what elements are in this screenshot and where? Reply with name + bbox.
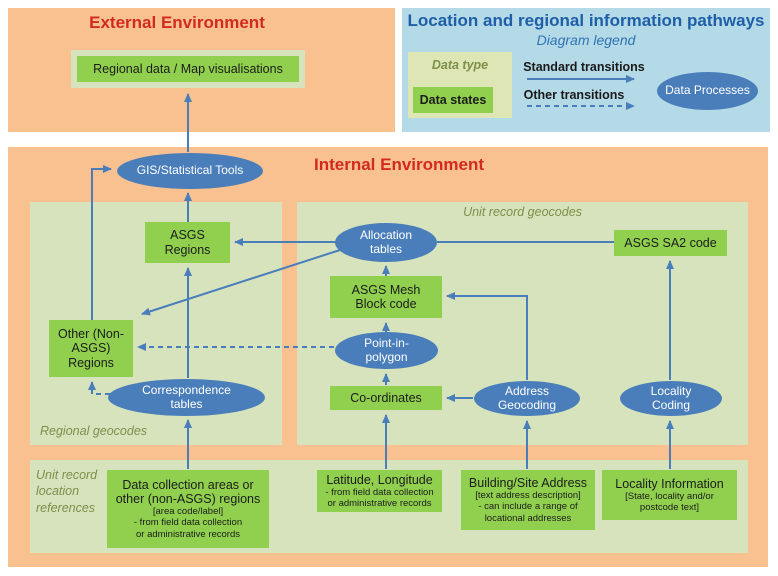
data-collection-areas-box: Data collection areas or other (non-ASGS… bbox=[107, 470, 269, 548]
locality-coding-label: Locality Coding bbox=[650, 383, 692, 412]
point-in-polygon-label: Point-in-polygon bbox=[364, 335, 409, 364]
legend-data-states-label: Data states bbox=[419, 92, 487, 107]
asgs-regions-box: ASGS Regions bbox=[145, 222, 230, 263]
regional-data-map-visualisations-box: Regional data / Map visualisations bbox=[71, 50, 305, 88]
asgs-sa2-code-label: ASGS SA2 code bbox=[624, 235, 717, 250]
locality-information-title: Locality Information bbox=[615, 476, 724, 491]
latitude-longitude-title: Latitude, Longitude bbox=[326, 472, 433, 487]
data-collection-areas-sub-1: - from field data collection bbox=[133, 517, 243, 529]
building-site-address-sub-2: locational addresses bbox=[484, 512, 572, 524]
legend-subtitle: Diagram legend bbox=[536, 32, 636, 48]
legend-standard-transitions-label: Standard transitions bbox=[523, 60, 645, 74]
address-geocoding-label: Address Geocoding bbox=[497, 383, 557, 412]
locality-information-sub-1: postcode text] bbox=[639, 502, 700, 513]
asgs-mesh-block-code-label: ASGS Mesh Block code bbox=[351, 282, 421, 311]
point-in-polygon-ellipse: Point-in-polygon bbox=[335, 332, 438, 369]
asgs-mesh-block-code-box: ASGS Mesh Block code bbox=[330, 276, 442, 318]
regional-geocodes-label: Regional geocodes bbox=[40, 424, 148, 438]
gis-statistical-tools-label: GIS/Statistical Tools bbox=[136, 163, 244, 178]
legend-data-processes-ellipse: Data Processes bbox=[657, 72, 758, 110]
latitude-longitude-sub-0: - from field data collection bbox=[325, 486, 434, 498]
locality-information-box: Locality Information [State, locality an… bbox=[602, 470, 737, 520]
building-site-address-title: Building/Site Address bbox=[468, 475, 588, 490]
unit-record-location-references-label: Unit record location references bbox=[36, 468, 98, 515]
legend-data-type-label: Data type bbox=[431, 58, 489, 72]
external-environment-title: External Environment bbox=[89, 13, 265, 32]
legend-other-transitions-label: Other transitions bbox=[523, 88, 625, 102]
legend-title: Location and regional information pathwa… bbox=[407, 11, 765, 30]
unit-record-geocodes-label: Unit record geocodes bbox=[463, 205, 582, 219]
asgs-regions-label: ASGS Regions bbox=[164, 228, 211, 257]
data-collection-areas-title: Data collection areas or other (non-ASGS… bbox=[115, 477, 261, 506]
correspondence-tables-label: Correspondence tables bbox=[142, 382, 231, 411]
building-site-address-sub-1: - can include a range of bbox=[478, 501, 578, 513]
latitude-longitude-sub-1: or administrative records bbox=[327, 498, 432, 509]
other-non-asgs-regions-box: Other (Non-ASGS) Regions bbox=[49, 320, 133, 377]
gis-statistical-tools-ellipse: GIS/Statistical Tools bbox=[117, 153, 263, 189]
regional-data-label: Regional data / Map visualisations bbox=[93, 61, 283, 76]
correspondence-tables-ellipse: Correspondence tables bbox=[108, 379, 265, 416]
building-site-address-sub-0: [text address description] bbox=[475, 489, 581, 501]
locality-coding-ellipse: Locality Coding bbox=[620, 381, 722, 416]
address-geocoding-ellipse: Address Geocoding bbox=[474, 381, 580, 416]
other-non-asgs-regions-label: Other (Non-ASGS) Regions bbox=[58, 326, 124, 370]
latitude-longitude-box: Latitude, Longitude - from field data co… bbox=[317, 470, 442, 512]
data-collection-areas-sub-0: [area code/label] bbox=[152, 505, 224, 517]
coordinates-box: Co-ordinates bbox=[330, 386, 442, 410]
data-collection-areas-sub-2: or administrative records bbox=[135, 528, 240, 540]
legend-data-states-box: Data states bbox=[413, 87, 493, 113]
allocation-tables-label: Allocation tables bbox=[359, 227, 413, 256]
asgs-sa2-code-box: ASGS SA2 code bbox=[614, 230, 727, 256]
coordinates-label: Co-ordinates bbox=[350, 390, 422, 405]
legend-data-processes-label: Data Processes bbox=[665, 83, 750, 98]
internal-environment-title: Internal Environment bbox=[313, 155, 485, 174]
building-site-address-box: Building/Site Address [text address desc… bbox=[461, 470, 595, 530]
allocation-tables-ellipse: Allocation tables bbox=[335, 223, 437, 262]
locality-information-sub-0: [State, locality and/or bbox=[625, 490, 714, 502]
